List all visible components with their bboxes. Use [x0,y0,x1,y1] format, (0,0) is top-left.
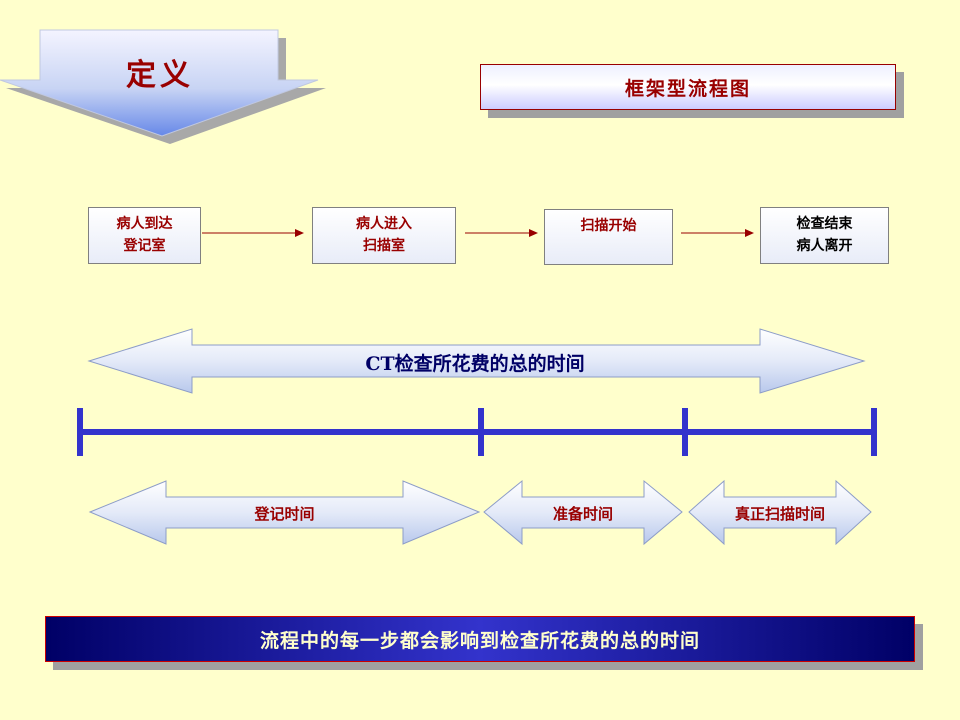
flow-step-scan-start: 扫描开始 [544,209,673,265]
flow-step-line2: 登记室 [123,238,166,254]
segment-arrow-registration [88,480,481,545]
flow-arrow-3 [681,229,754,237]
flow-step-exam-end: 检查结束 病人离开 [760,207,889,264]
segment-arrow-scanning [688,479,872,546]
flow-step-line1: 病人进入 [356,216,412,232]
total-time-arrow [87,328,866,394]
flow-step-line1: 病人到达 [116,216,173,232]
segment-label-registration: 登记时间 [254,505,315,523]
flow-step-arrival: 病人到达 登记室 [88,207,201,264]
flowchart-title: 框架型流程图 [480,64,896,110]
flow-step-line2: 扫描室 [363,238,405,254]
segment-arrow-preparation [483,479,683,546]
flow-arrow-2 [465,229,538,237]
footer-banner: 流程中的每一步都会影响到检查所花费的总的时间 [45,616,915,662]
flow-step-line1: 检查结束 [796,216,853,232]
flow-step-line2: 病人离开 [796,238,853,254]
flow-arrow-1 [202,229,304,237]
segment-label-preparation: 准备时间 [552,505,613,523]
flow-step-line1: 扫描开始 [580,218,637,234]
flow-step-enter-scan-room: 病人进入 扫描室 [312,207,456,264]
segment-label-scanning: 真正扫描时间 [734,505,825,523]
definition-arrow [0,29,326,144]
total-time-label: CT检查所花费的总的时间 [365,353,585,375]
timeline [77,408,877,456]
definition-label: 定义 [126,58,194,93]
